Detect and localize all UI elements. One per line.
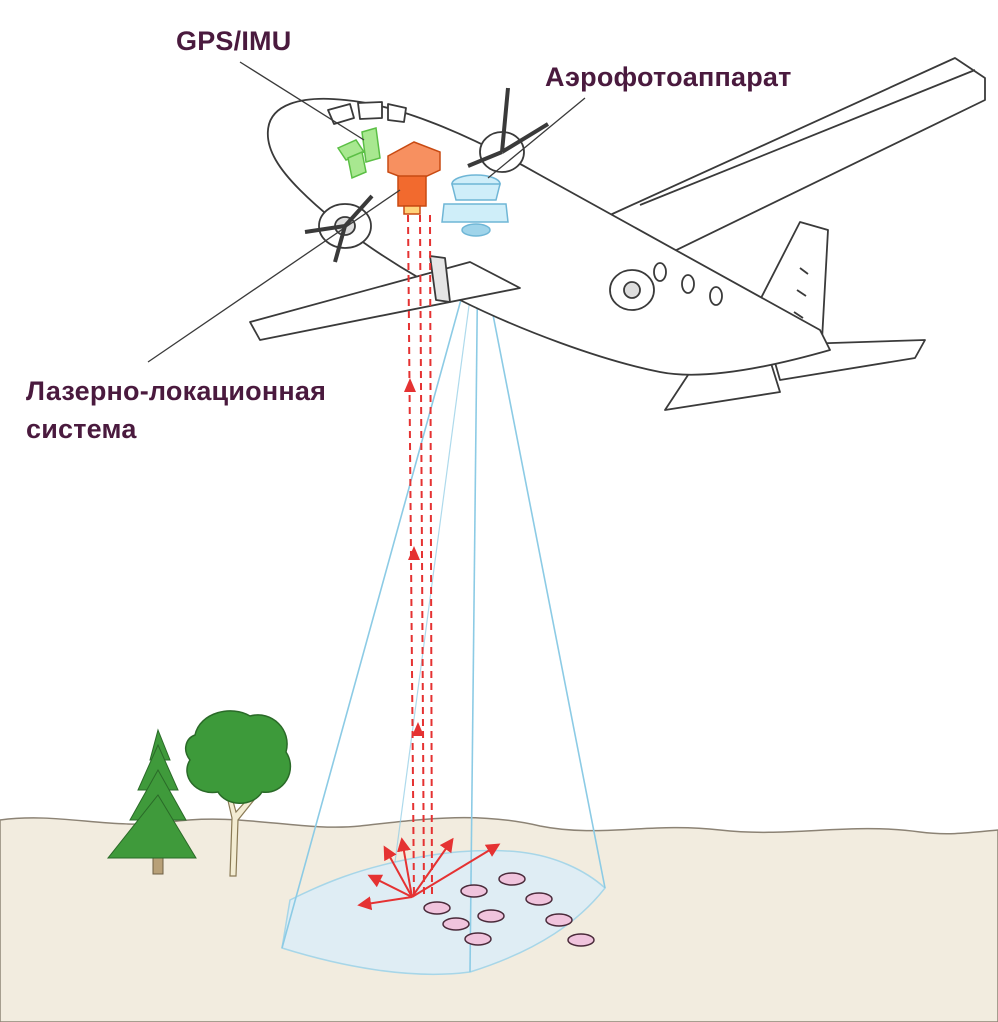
gps-imu-unit-icon (336, 127, 381, 180)
laser-system-label-line2: система (26, 414, 137, 444)
leader-lines (147, 61, 586, 363)
gps-imu-label: GPS/IMU (176, 26, 292, 56)
laser-system-label-line1: Лазерно-локационная (26, 376, 327, 406)
oak-tree-icon (184, 710, 292, 877)
footprint-marks (423, 872, 595, 947)
camera-label: Аэрофотоаппарат (545, 62, 792, 92)
laser-beam-arrows (404, 378, 424, 736)
laser-system-label: Лазерно-локационная система (26, 372, 326, 448)
spruce-tree-icon (106, 728, 197, 875)
laser-unit-icon (387, 141, 441, 215)
camera-unit-icon (441, 174, 509, 237)
laser-reflection-rays (357, 837, 501, 911)
aircraft-icon (249, 57, 986, 411)
